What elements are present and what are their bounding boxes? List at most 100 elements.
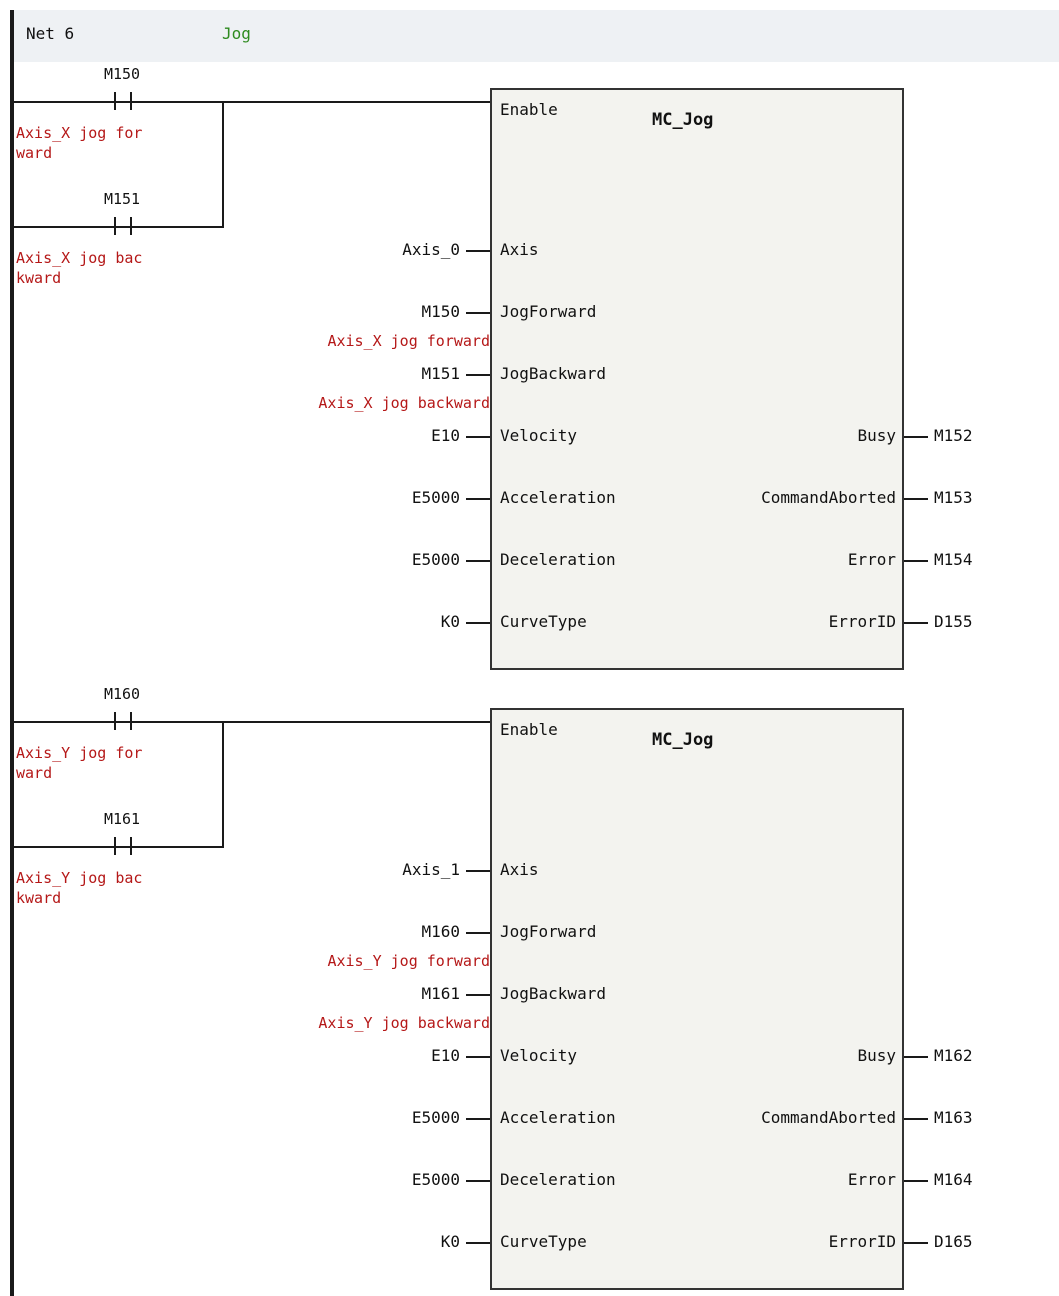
output-pin-wire [904,436,928,438]
contact-no[interactable] [108,837,138,855]
output-pin-wire [904,622,928,624]
output-variable[interactable]: D165 [934,1232,973,1251]
output-pin-wire [904,560,928,562]
input-pin-wire [466,870,490,872]
contact-bar [114,712,116,730]
output-pin-label: CommandAborted [761,1108,896,1127]
branch-join [222,721,224,848]
contact-address[interactable]: M161 [103,810,141,828]
input-pin-label: JogBackward [500,364,606,383]
output-pin-label: Error [847,550,896,569]
input-pin-label: JogForward [500,302,597,321]
input-pin-label: Velocity [500,426,578,445]
input-variable[interactable]: E5000 [411,1170,460,1189]
mc-jog-block[interactable] [490,88,904,670]
output-pin-wire [904,1242,928,1244]
contact-comment-line1: Axis_Y jog for [16,744,143,762]
output-pin-label: ErrorID [828,1232,896,1251]
contact-no[interactable] [108,217,138,235]
contact-bar [130,837,132,855]
input-pin-wire [466,1056,490,1058]
block-title: MC_Jog [652,110,714,130]
output-variable[interactable]: M152 [934,426,973,445]
input-variable[interactable]: K0 [440,1232,460,1251]
input-pin-label: Acceleration [500,1108,616,1127]
output-variable[interactable]: M164 [934,1170,973,1189]
input-pin-wire [466,250,490,252]
input-variable[interactable]: M150 [421,302,460,321]
rung-wire [12,721,492,723]
output-variable[interactable]: M154 [934,550,973,569]
rung-wire [12,101,492,103]
input-pin-label: Deceleration [500,550,616,569]
input-variable[interactable]: M161 [421,984,460,1003]
contact-address[interactable]: M150 [103,65,141,83]
input-pin-label: Axis [500,240,539,259]
input-pin-wire [466,498,490,500]
input-variable[interactable]: E5000 [411,1108,460,1127]
input-pin-wire [466,1118,490,1120]
input-variable[interactable]: E5000 [411,550,460,569]
output-variable[interactable]: M162 [934,1046,973,1065]
contact-comment-line2: kward [16,889,62,907]
output-pin-label: Busy [857,426,896,445]
input-comment: Axis_Y jog forward [327,952,490,970]
input-variable[interactable]: Axis_0 [402,240,460,259]
contact-comment-line1: Axis_X jog for [16,124,143,142]
mc-jog-block[interactable] [490,708,904,1290]
contact-comment-line1: Axis_Y jog bac [16,869,143,887]
output-variable[interactable]: D155 [934,612,973,631]
input-pin-wire [466,1180,490,1182]
input-variable[interactable]: E10 [431,1046,460,1065]
input-variable[interactable]: E10 [431,426,460,445]
output-pin-wire [904,498,928,500]
contact-bar [130,712,132,730]
output-variable[interactable]: M153 [934,488,973,507]
left-power-rail [10,10,14,1296]
input-variable[interactable]: M151 [421,364,460,383]
input-pin-label: Velocity [500,1046,578,1065]
output-pin-label: CommandAborted [761,488,896,507]
input-pin-label: JogBackward [500,984,606,1003]
network-title[interactable]: Net 6 [26,24,75,43]
input-comment: Axis_X jog forward [327,332,490,350]
input-pin-wire [466,436,490,438]
input-pin-label: Axis [500,860,539,879]
input-pin-label: CurveType [500,612,587,631]
contact-bar [114,837,116,855]
output-pin-wire [904,1056,928,1058]
input-variable[interactable]: Axis_1 [402,860,460,879]
input-pin-wire [466,994,490,996]
input-variable[interactable]: E5000 [411,488,460,507]
output-variable[interactable]: M163 [934,1108,973,1127]
input-comment: Axis_Y jog backward [318,1014,490,1032]
contact-comment-line2: ward [16,764,53,782]
output-pin-wire [904,1118,928,1120]
pin-enable: Enable [500,720,558,739]
input-variable[interactable]: K0 [440,612,460,631]
input-pin-wire [466,622,490,624]
contact-address[interactable]: M151 [103,190,141,208]
network-header: Net 6 Jog [12,10,1059,62]
branch-join [222,101,224,228]
branch-wire [12,226,224,228]
contact-bar [114,92,116,110]
contact-no[interactable] [108,712,138,730]
output-pin-label: Error [847,1170,896,1189]
contact-address[interactable]: M160 [103,685,141,703]
contact-bar [114,217,116,235]
input-comment: Axis_X jog backward [318,394,490,412]
contact-bar [130,217,132,235]
input-pin-wire [466,932,490,934]
input-pin-wire [466,560,490,562]
input-pin-wire [466,374,490,376]
contact-no[interactable] [108,92,138,110]
contact-bar [130,92,132,110]
network-comment[interactable]: Jog [222,24,251,43]
output-pin-wire [904,1180,928,1182]
pin-enable: Enable [500,100,558,119]
output-pin-label: Busy [857,1046,896,1065]
input-variable[interactable]: M160 [421,922,460,941]
input-pin-label: CurveType [500,1232,587,1251]
input-pin-label: Acceleration [500,488,616,507]
